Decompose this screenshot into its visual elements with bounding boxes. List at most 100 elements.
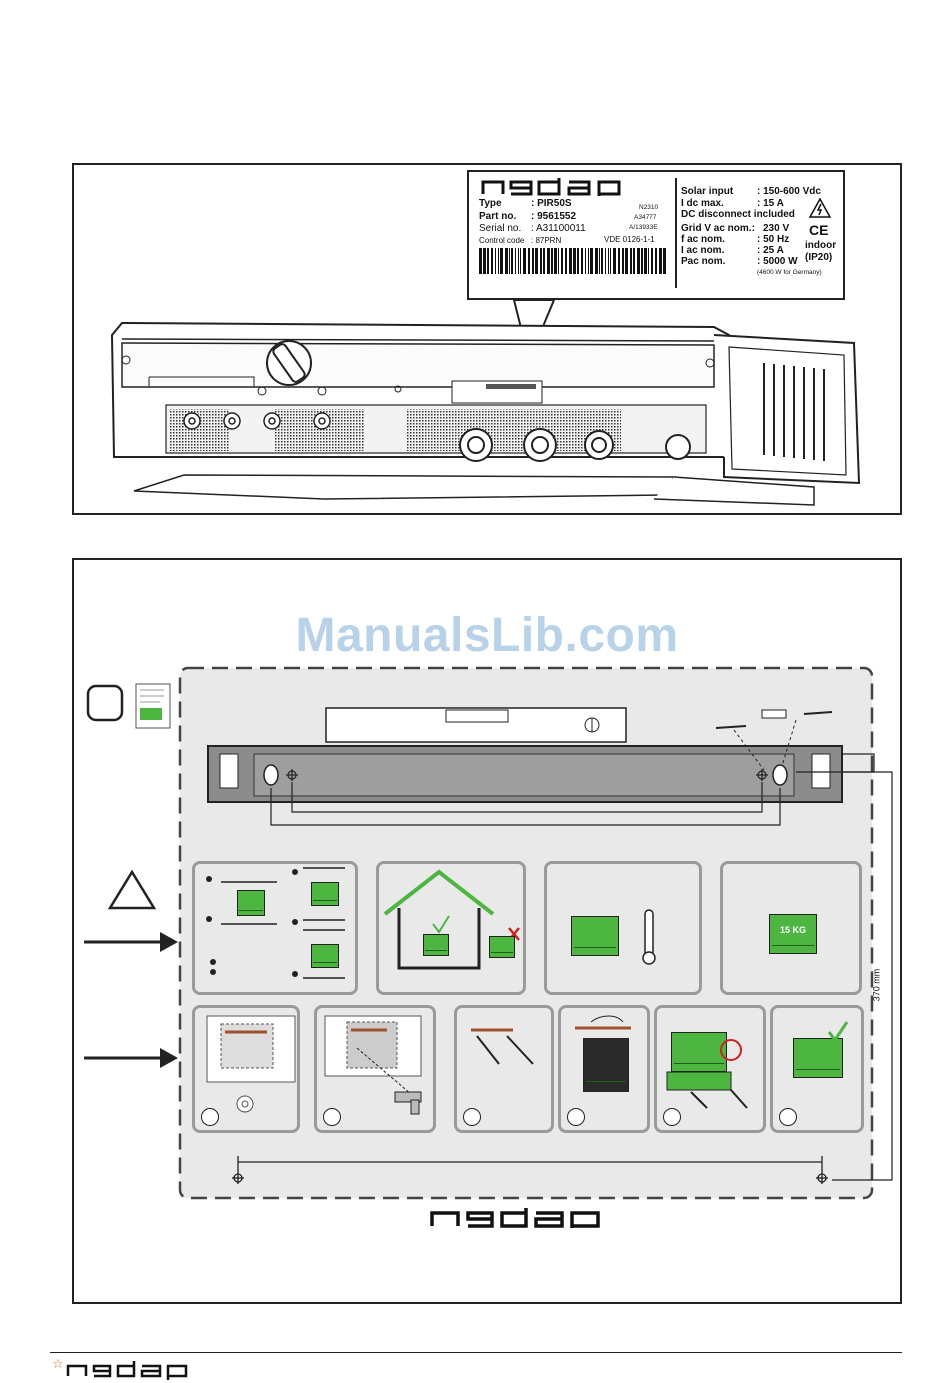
cert-n2310: N2310 — [639, 204, 659, 211]
barcode-bar — [479, 248, 482, 274]
step-tape-panel — [192, 1005, 300, 1133]
barcode-bar — [608, 248, 609, 274]
dc-disconnect: DC disconnect included — [681, 209, 795, 220]
barcode-bar — [581, 248, 583, 274]
fac-label: f ac nom. — [681, 234, 725, 245]
vde-norm: VDE 0126-1-1 — [604, 235, 655, 244]
temperature-panel — [544, 861, 702, 995]
pac-label: Pac nom. — [681, 256, 726, 267]
barcode-bar — [515, 248, 516, 274]
device-figure: Type : PIR50S Part no. : 9561552 Serial … — [72, 163, 902, 515]
barcode-bar — [500, 248, 503, 274]
ce-mark: CE — [809, 222, 829, 238]
barcode-bar — [505, 248, 508, 274]
step-hang-panel — [558, 1005, 650, 1133]
type-value: : PIR50S — [531, 198, 572, 209]
barcode-bar — [487, 248, 489, 274]
barcode-bar — [641, 248, 643, 274]
check-icon — [827, 1021, 849, 1043]
grid-value: 230 V — [763, 223, 790, 234]
barcode-bar — [491, 248, 493, 274]
barcode-bar — [637, 248, 640, 274]
dimension-370mm: 370 mm — [871, 968, 882, 1002]
cert-a13933e: A/13933E — [629, 224, 658, 231]
drill-icon — [324, 1015, 422, 1115]
installation-figure: ManualsLib.com — [72, 558, 902, 1304]
weight-label: 15 KG — [779, 925, 806, 935]
barcode-bar — [543, 248, 545, 274]
step-drill-panel — [314, 1005, 436, 1133]
barcode-bar — [648, 248, 649, 274]
footer-rule — [50, 1352, 902, 1353]
barcode-bar — [644, 248, 647, 274]
inverter-icon — [489, 936, 515, 958]
barcode-bar — [528, 248, 530, 274]
iac-value: : 25 A — [757, 245, 784, 256]
barcode-bar — [655, 248, 657, 274]
barcode-bar — [509, 248, 510, 274]
inverter-icon — [311, 882, 339, 906]
barcode-bar — [532, 248, 534, 274]
idc-value: : 15 A — [757, 198, 784, 209]
barcode-bar — [483, 248, 486, 274]
idc-label: I dc max. — [681, 198, 724, 209]
step-circle — [201, 1108, 219, 1126]
grid-label: Grid V ac nom.: — [681, 223, 755, 234]
pac-note: (4600 W for Germany) — [757, 269, 822, 276]
barcode-bar — [498, 248, 499, 274]
electric-warning-icon — [809, 198, 831, 218]
barcode-bar — [569, 248, 572, 274]
indoor-panel — [376, 861, 526, 995]
barcode-bar — [554, 248, 557, 274]
watermark: ManualsLib.com — [295, 609, 679, 662]
step-circle — [567, 1108, 585, 1126]
inverter-icon — [237, 890, 265, 916]
step-done-panel — [770, 1005, 864, 1133]
inverter-icon: 15 KG — [769, 914, 817, 954]
inverter-icon — [311, 944, 339, 968]
step-fix-panel — [654, 1005, 766, 1133]
barcode-bar — [601, 248, 603, 274]
iac-label: I ac nom. — [681, 245, 725, 256]
part-value: : 9561552 — [531, 211, 577, 222]
fac-value: : 50 Hz — [757, 234, 790, 245]
barcode-bar — [577, 248, 579, 274]
pac-value: : 5000 W — [757, 256, 798, 267]
barcode-bar — [535, 248, 538, 274]
solar-input-value: : 150-600 Vdc — [757, 186, 821, 197]
control-value: : 87PRN — [531, 236, 562, 245]
barcode-bar — [605, 248, 606, 274]
nedap-logo — [481, 178, 621, 196]
step-circle — [463, 1108, 481, 1126]
barcode-bar — [495, 248, 496, 274]
inverter-icon — [583, 1038, 629, 1092]
barcode-bar — [540, 248, 542, 274]
inverter-icon — [793, 1038, 843, 1078]
barcode-bar — [613, 248, 616, 274]
barcode-bar — [547, 248, 550, 274]
barcode-bar — [659, 248, 662, 274]
solar-input-label: Solar input — [681, 186, 734, 197]
barcode-bar — [551, 248, 553, 274]
barcode — [479, 248, 666, 274]
cert-a34777: A34777 — [634, 214, 657, 221]
barcode-bar — [622, 248, 624, 274]
barcode-bar — [520, 248, 521, 274]
ip-rating: (IP20) — [805, 252, 833, 263]
barcode-bar — [590, 248, 593, 274]
step-circle — [323, 1108, 341, 1126]
barcode-bar — [633, 248, 635, 274]
type-label: Type — [479, 198, 502, 209]
barcode-bar — [558, 248, 559, 274]
clearance-panel — [192, 861, 358, 995]
nedap-logo — [430, 1208, 600, 1228]
inverter-icon — [571, 916, 619, 956]
inverter-drawing — [110, 299, 861, 506]
barcode-bar — [588, 248, 589, 274]
control-label: Control code — [479, 236, 525, 245]
barcode-bar — [573, 248, 576, 274]
barcode-bar — [599, 248, 600, 274]
barcode-bar — [663, 248, 666, 274]
thermometer-icon — [642, 909, 656, 965]
weight-panel: 15 KG — [720, 861, 862, 995]
